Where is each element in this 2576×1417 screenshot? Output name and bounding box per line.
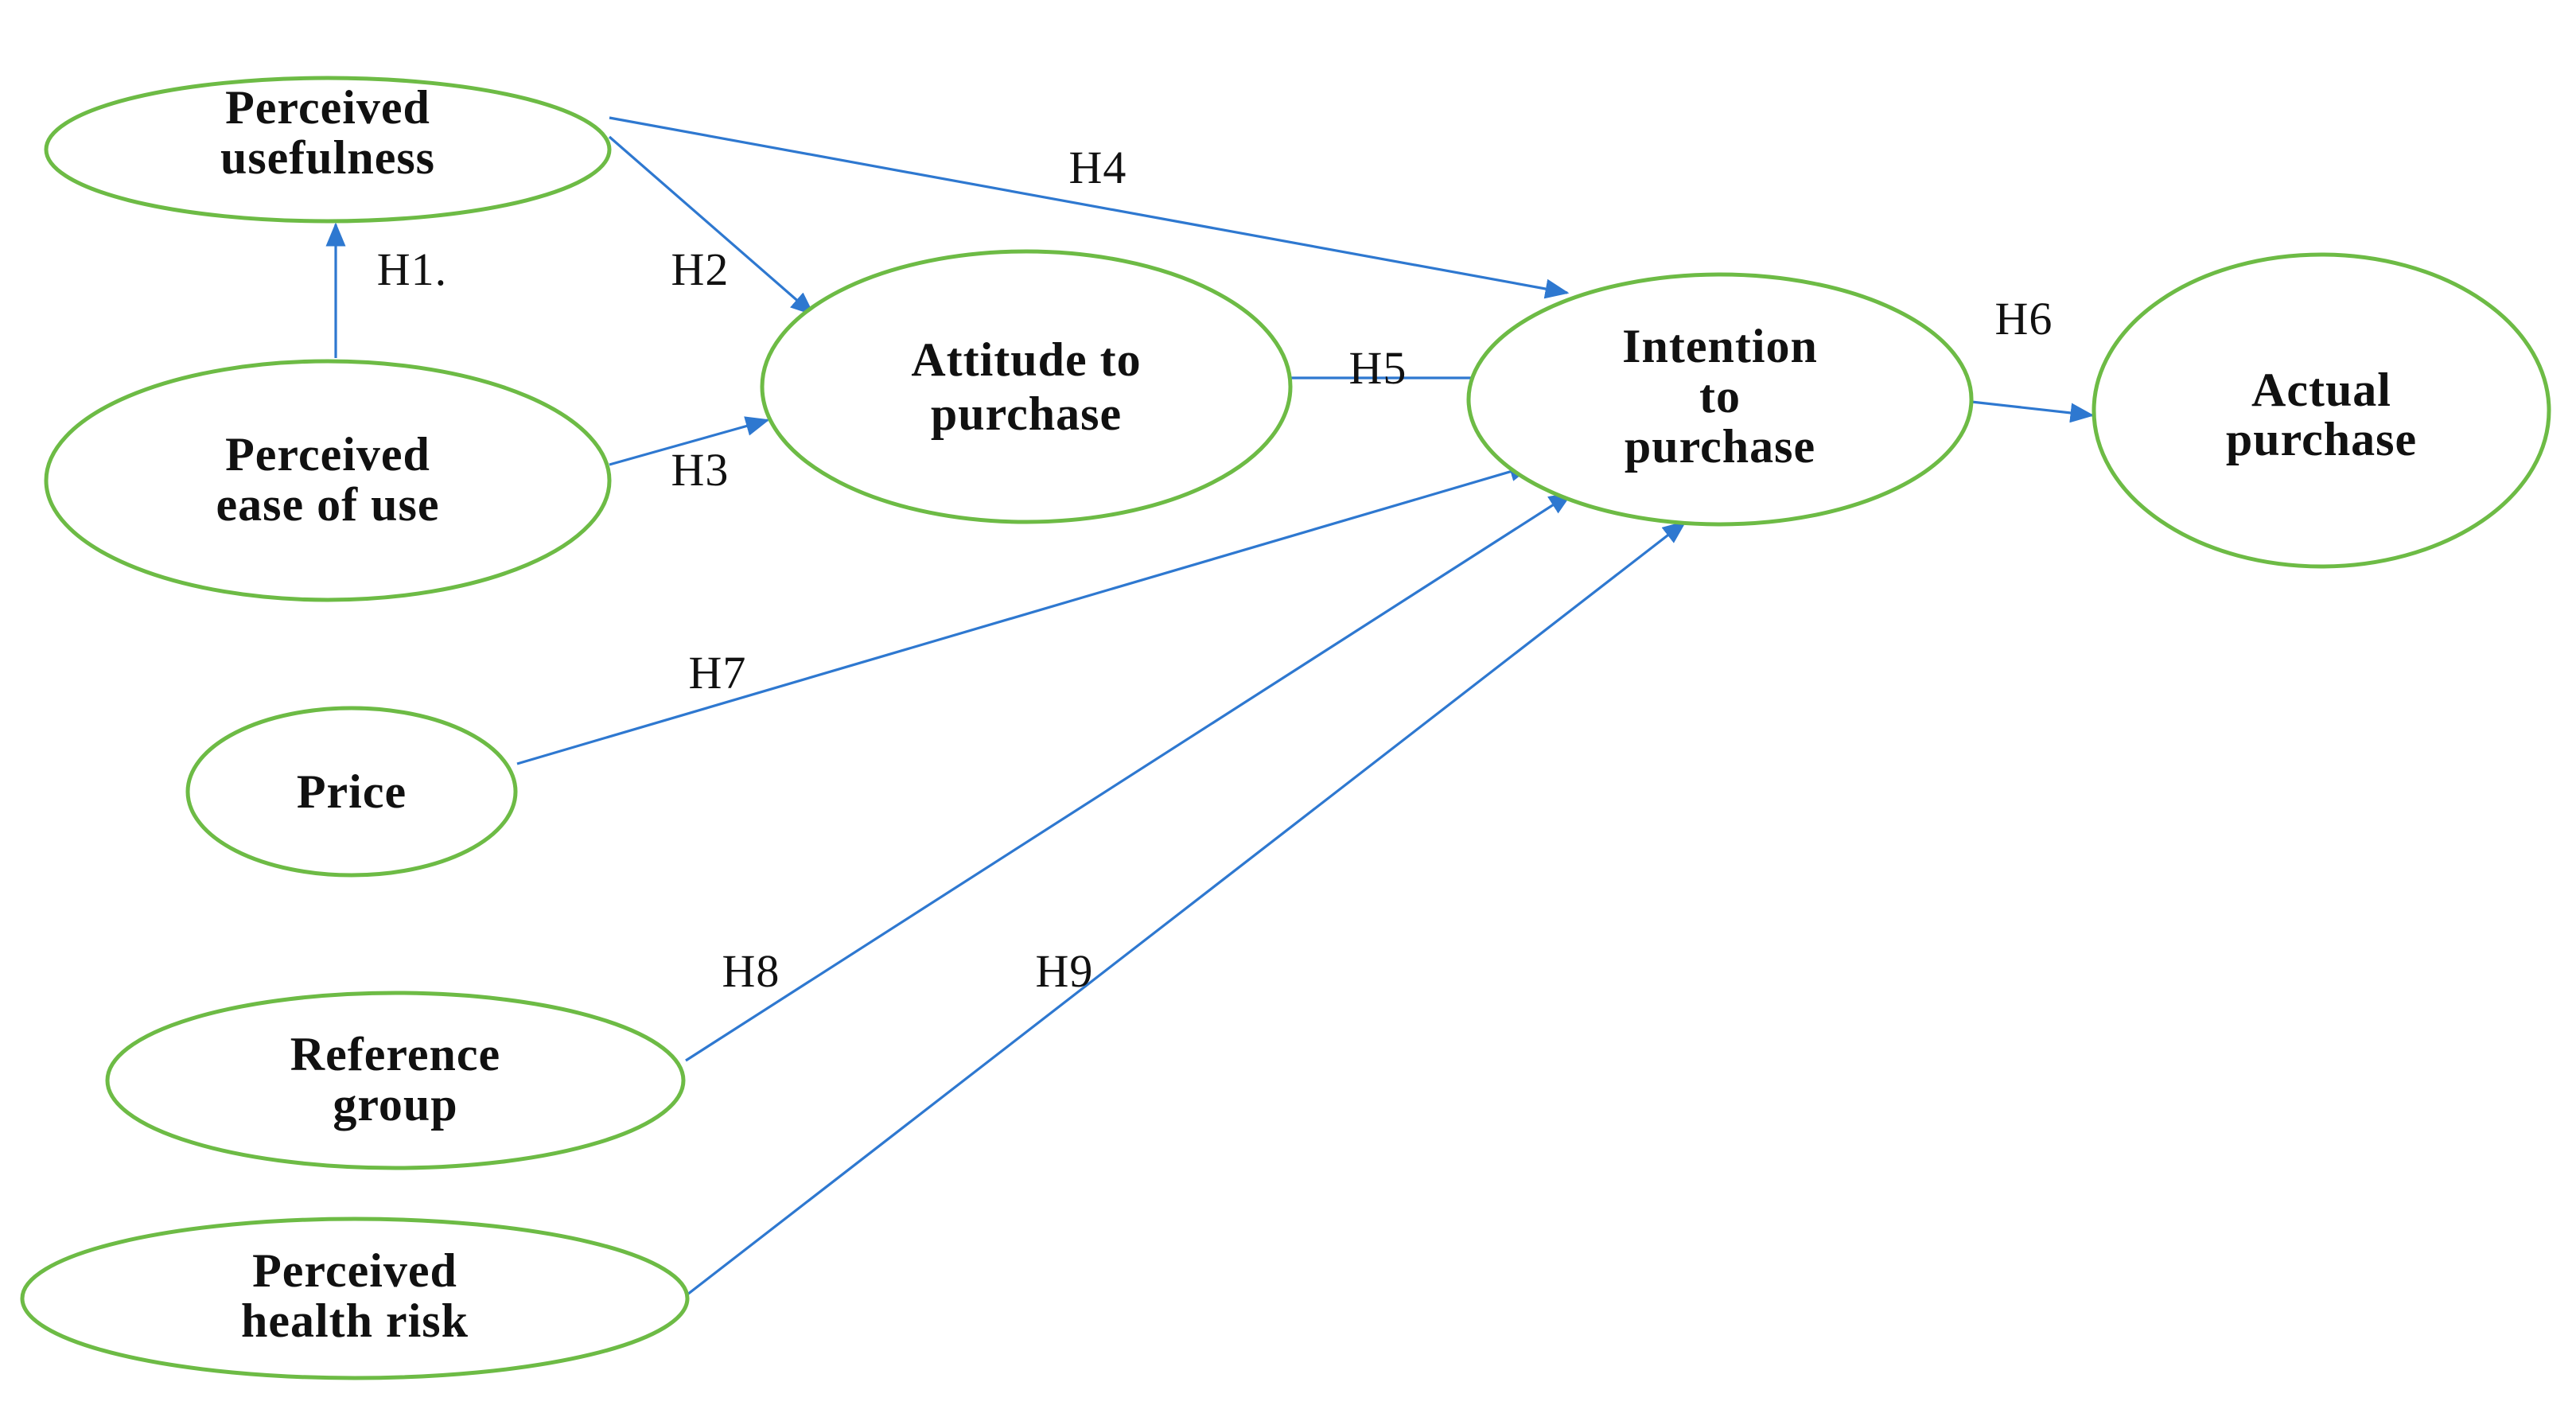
node-intention-to-purchase-line-1: Intention — [1622, 320, 1818, 372]
node-attitude-to-purchase-line-2: purchase — [931, 387, 1122, 440]
edge-h8-arrow — [685, 492, 1574, 1062]
node-perceived-ease-of-use: Perceived ease of use — [44, 359, 612, 602]
node-attitude-to-purchase: Attitude to purchase — [760, 249, 1293, 524]
edge-label-h9: H9 — [1036, 945, 1094, 997]
edge-label-h8: H8 — [722, 945, 780, 997]
node-perceived-ease-of-use-line-1: Perceived — [225, 428, 430, 481]
node-perceived-usefulness-line-2: usefulness — [220, 131, 435, 184]
node-perceived-ease-of-use-ellipse — [44, 359, 612, 602]
node-reference-group-ellipse — [105, 991, 686, 1170]
node-perceived-health-risk-line-2: health risk — [241, 1294, 469, 1347]
edge-label-h5: H5 — [1349, 342, 1407, 394]
edge-h4-arrow — [609, 116, 1570, 299]
node-perceived-usefulness-line-1: Perceived — [225, 81, 430, 134]
edge-h3-arrow — [609, 416, 770, 466]
node-reference-group-line-2: group — [333, 1078, 457, 1131]
node-intention-to-purchase-line-2: to — [1699, 370, 1741, 422]
node-attitude-to-purchase-line-1: Attitude to — [911, 333, 1141, 386]
node-price: Price — [185, 706, 518, 878]
node-perceived-usefulness: Perceived usefulness — [44, 76, 612, 224]
node-reference-group: Reference group — [105, 991, 686, 1170]
node-intention-to-purchase-line-3: purchase — [1625, 420, 1815, 473]
edge-label-h1: H1. — [377, 243, 447, 295]
edge-h7-arrow — [516, 461, 1534, 765]
edge-h9-arrow — [687, 520, 1687, 1296]
node-price-line-1: Price — [297, 765, 407, 818]
node-perceived-usefulness-ellipse — [44, 76, 612, 224]
node-reference-group-line-1: Reference — [290, 1028, 500, 1080]
edges — [325, 116, 2095, 1296]
node-intention-to-purchase: Intention to purchase — [1466, 272, 1974, 527]
edge-label-h2: H2 — [671, 243, 730, 295]
node-attitude-to-purchase-ellipse — [760, 249, 1293, 524]
node-intention-to-purchase-ellipse — [1466, 272, 1974, 527]
edge-label-h4: H4 — [1069, 142, 1127, 193]
node-actual-purchase: Actual purchase — [2092, 252, 2551, 569]
node-perceived-health-risk: Perceived health risk — [20, 1217, 690, 1380]
node-actual-purchase-ellipse — [2092, 252, 2551, 569]
node-actual-purchase-line-2: purchase — [2226, 413, 2417, 465]
edge-label-h3: H3 — [671, 444, 730, 496]
edge-labels: H1. H2 H3 H4 H5 H6 H7 H8 H9 — [377, 142, 2053, 997]
node-perceived-ease-of-use-line-2: ease of use — [216, 478, 440, 531]
node-perceived-health-risk-line-1: Perceived — [252, 1244, 457, 1297]
edge-h6-arrow — [1971, 400, 2095, 423]
node-perceived-health-risk-ellipse — [20, 1217, 690, 1380]
node-actual-purchase-line-1: Actual — [2251, 364, 2391, 416]
edge-h2-arrow — [608, 135, 815, 316]
node-price-ellipse — [185, 706, 518, 878]
edge-label-h7: H7 — [689, 647, 747, 699]
edge-label-h6: H6 — [1995, 293, 2053, 345]
